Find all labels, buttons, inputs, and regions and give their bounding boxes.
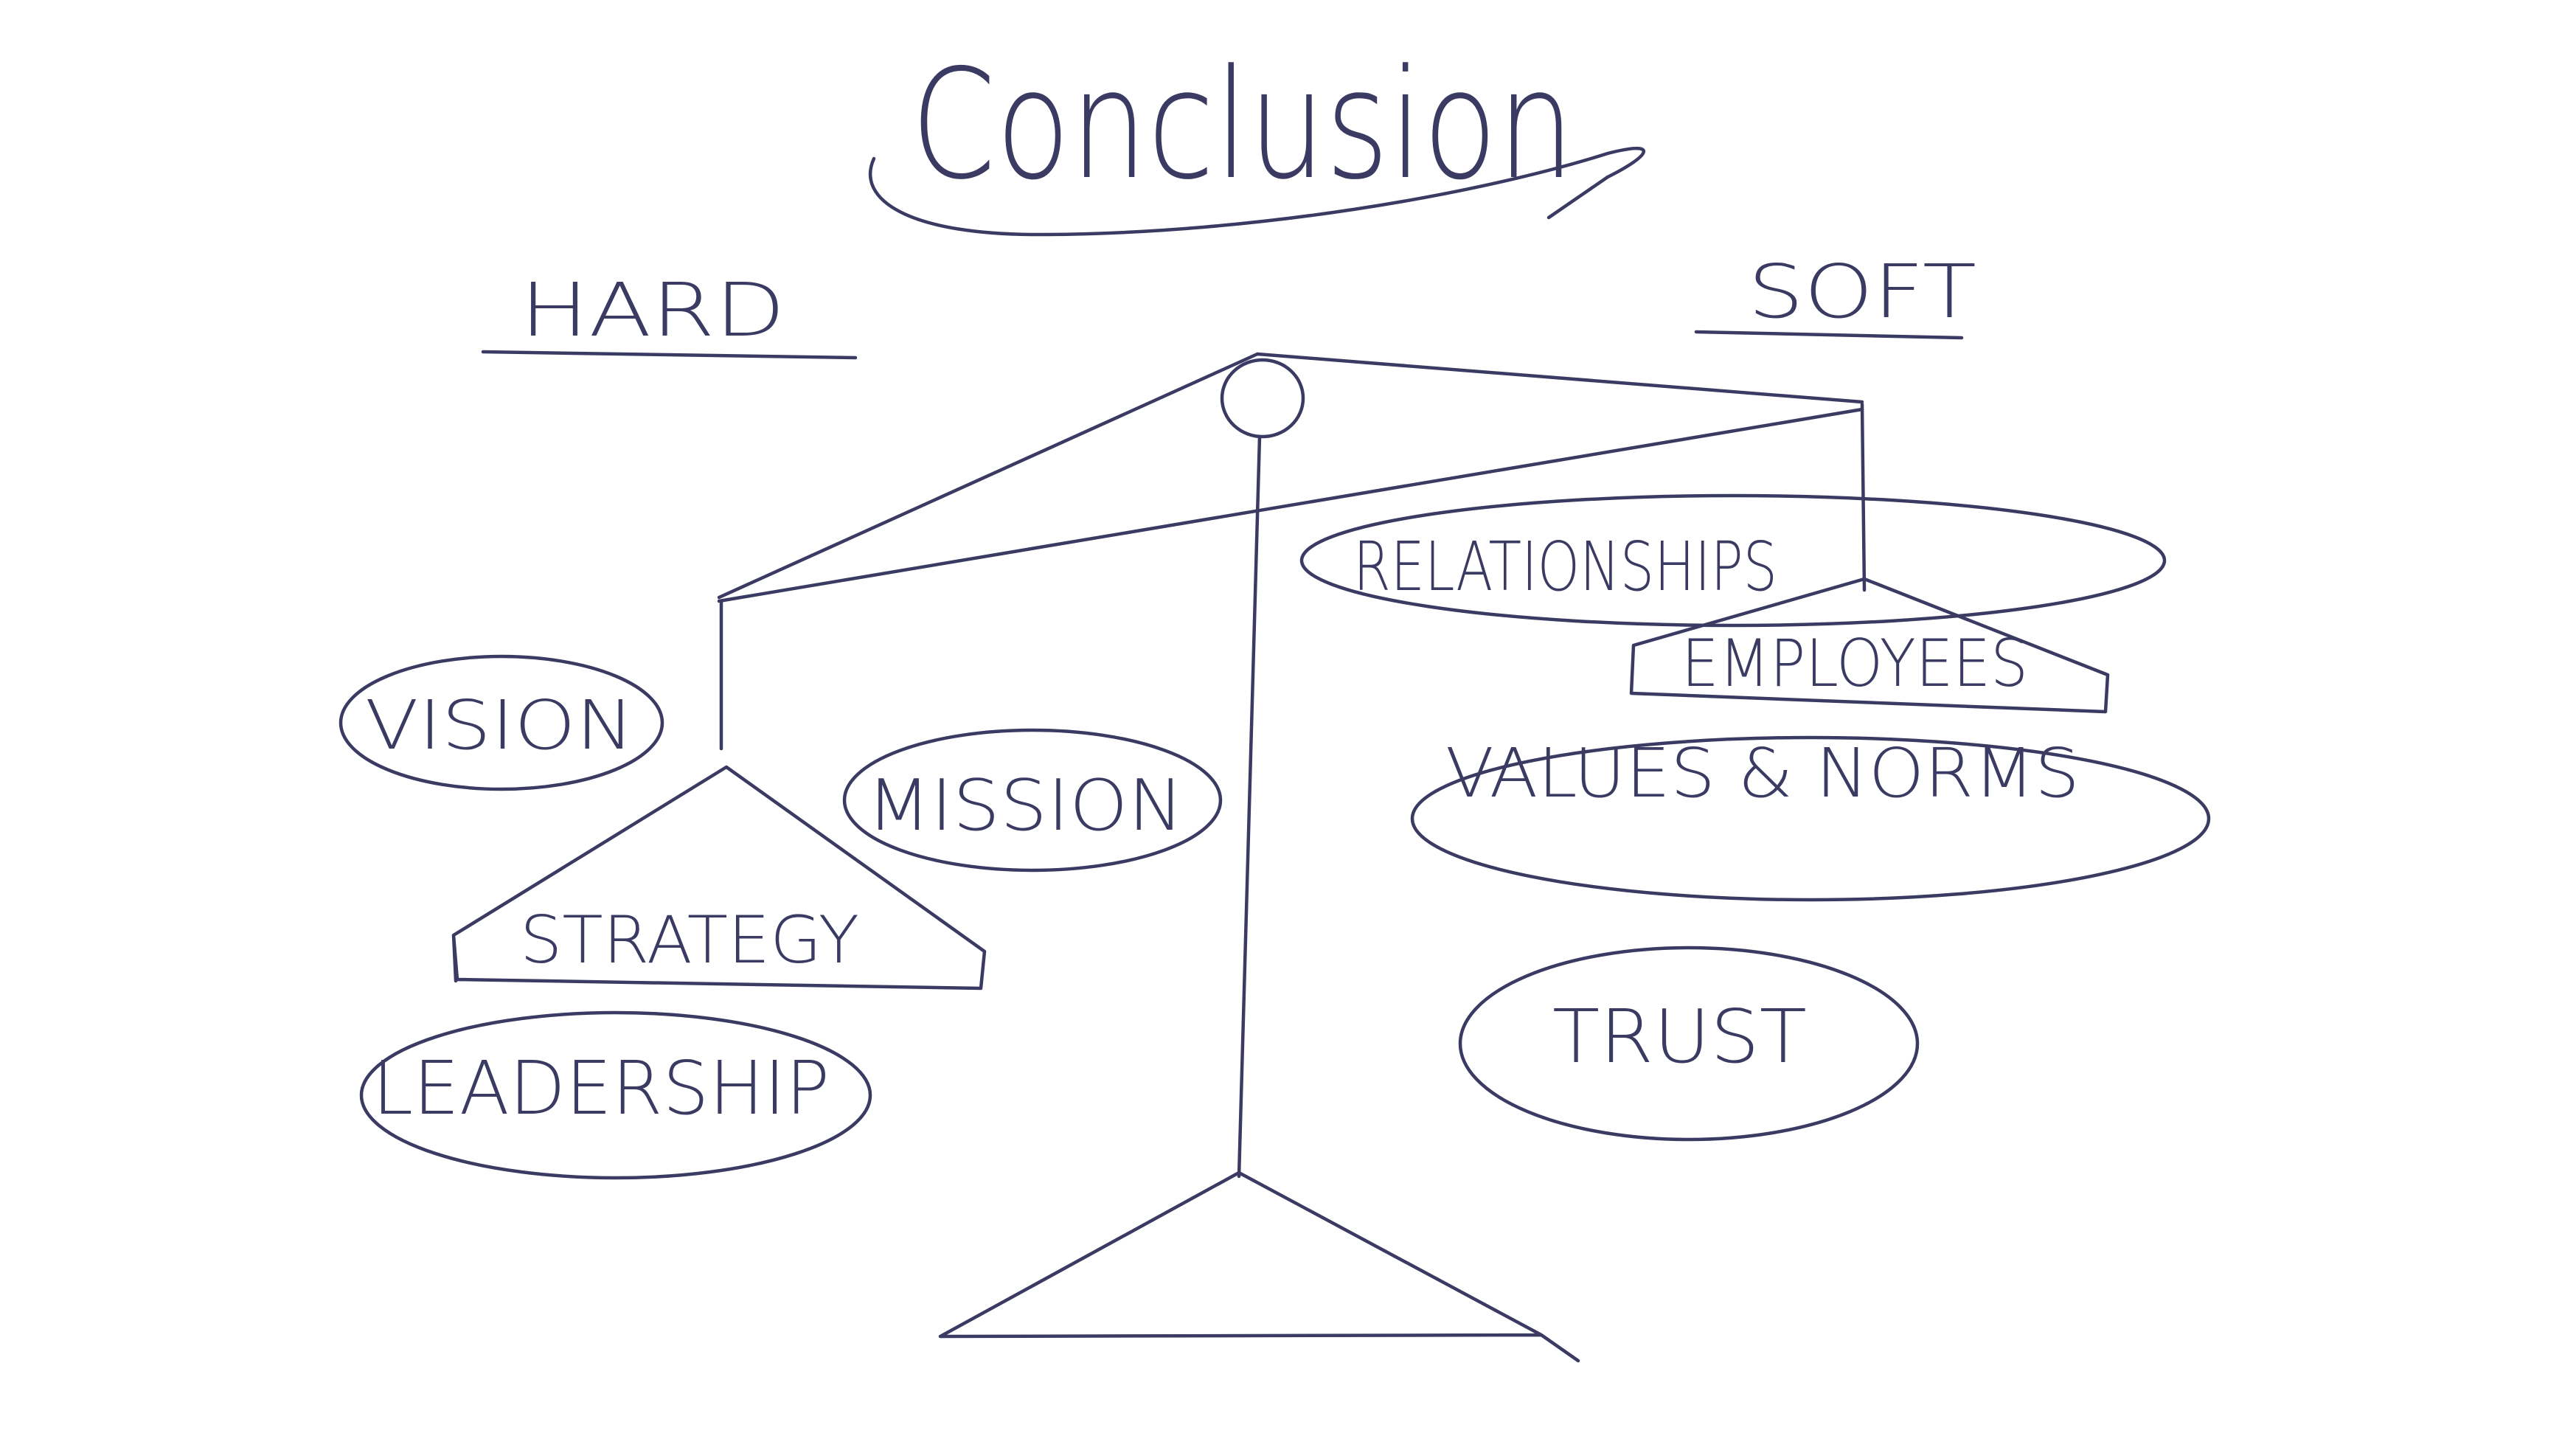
scale-beam-right (1255, 352, 1864, 404)
employees-label: EMPLOYEES (1681, 625, 2028, 701)
soft-heading-underline (1694, 330, 1964, 340)
trust-bubble (1458, 946, 1920, 1142)
scale-central-post (1237, 434, 1262, 1179)
values-norms-label: VALUES & NORMS (1445, 734, 2080, 813)
leadership-label: LEADERSHIP (372, 1045, 830, 1131)
right-scale-pan (1629, 577, 2110, 714)
hard-heading-underline (481, 350, 858, 360)
strategy-label: STRATEGY (520, 902, 859, 978)
hard-heading: HARD (520, 267, 785, 353)
mission-label: MISSION (867, 766, 1184, 847)
left-scale-pan (451, 765, 987, 991)
title-underline-swoosh (869, 147, 1645, 237)
mission-bubble (842, 728, 1223, 873)
scale-beam-left (717, 352, 1260, 600)
vision-bubble (339, 654, 664, 791)
relationships-label: RELATIONSHIPS (1353, 527, 1777, 606)
page-title: Conclusion (911, 38, 1575, 213)
relationships-bubble (1299, 493, 2167, 628)
soft-heading: SOFT (1748, 249, 1976, 335)
scale-base (938, 1170, 1580, 1363)
scale-beam-left-lower (717, 407, 1864, 603)
values-norms-bubble (1410, 735, 2211, 902)
trust-label: TRUST (1552, 993, 1807, 1080)
scale-pivot-circle (1220, 358, 1305, 439)
leadership-bubble (359, 1010, 872, 1180)
vision-label: VISION (365, 686, 634, 765)
